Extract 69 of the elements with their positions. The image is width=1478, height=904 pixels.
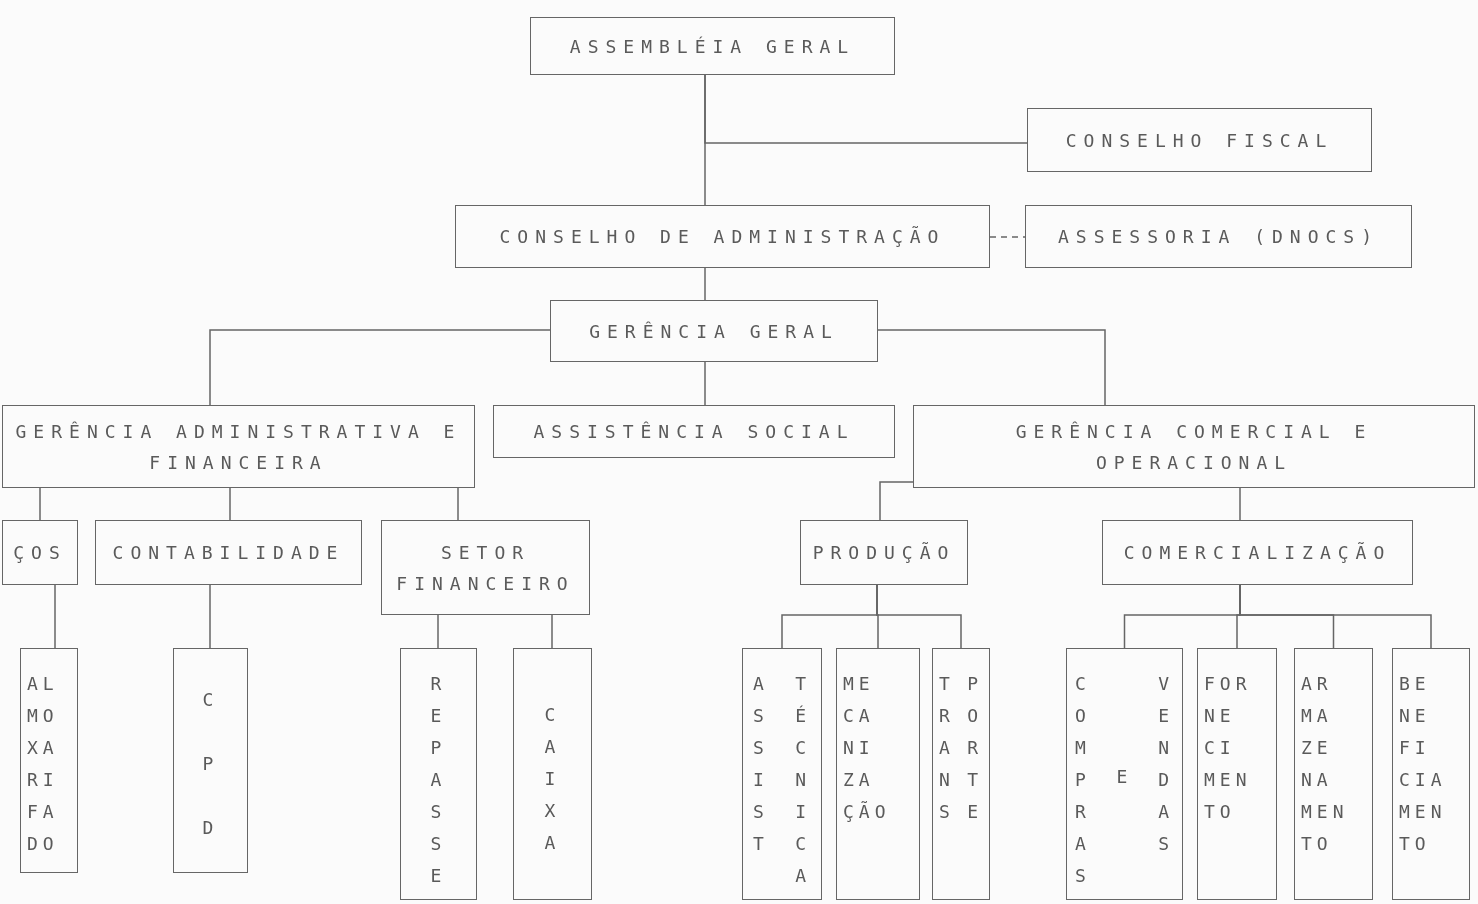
- org-box: [742, 648, 822, 900]
- org-box: [1102, 520, 1413, 585]
- connector-line: [209, 584, 211, 649]
- org-box: [1025, 205, 1412, 268]
- connector-line: [209, 329, 551, 406]
- org-box: [530, 17, 895, 75]
- box-label: CONTABILIDADE: [112, 541, 345, 565]
- box-label: FOR NE CI MEN TO: [1204, 672, 1252, 824]
- box-label: COMERCIALIZAÇÃO: [1123, 541, 1392, 565]
- box-label: GERÊNCIA COMERCIAL E OPERACIONAL: [1014, 419, 1374, 475]
- box-label: ÇOS: [13, 541, 67, 565]
- box-label: AL MO XA RI FA DO: [27, 672, 59, 856]
- box-label: GERÊNCIA GERAL: [589, 319, 839, 344]
- box-label: P O R T E: [967, 672, 983, 824]
- box-label: C A I X A: [544, 703, 561, 855]
- connector-line: [39, 487, 41, 521]
- box-label: AR MA ZE NA MEN TO: [1301, 672, 1349, 856]
- org-box: [836, 648, 920, 900]
- box-label: T É C N I C A: [795, 672, 811, 888]
- box-label: ASSEMBLÉIA GERAL: [569, 34, 856, 59]
- org-box: [1197, 648, 1277, 900]
- box-label: E: [1116, 764, 1133, 789]
- connector-line: [704, 74, 1028, 144]
- connector-line: [437, 614, 439, 649]
- box-label: ASSISTÊNCIA SOCIAL: [533, 420, 855, 444]
- org-box: [932, 648, 990, 900]
- connector-line: [704, 267, 706, 301]
- org-box: [95, 520, 362, 585]
- box-label: ME CA NI ZA ÇÃO: [843, 672, 891, 824]
- box-label: PRODUÇÃO: [812, 541, 956, 565]
- box-label: GERÊNCIA ADMINISTRATIVA E FINANCEIRA: [14, 419, 463, 475]
- box-label: ASSESSORIA (DNOCS): [1057, 225, 1380, 249]
- org-box: [455, 205, 990, 268]
- box-label: CONSELHO DE ADMINISTRAÇÃO: [499, 225, 946, 249]
- connector-line: [704, 361, 706, 406]
- org-box: [20, 648, 78, 873]
- connector-line: [457, 487, 459, 521]
- box-label: SETOR FINANCEIRO: [395, 540, 576, 596]
- org-box: [800, 520, 968, 585]
- box-label: C O M P R A S: [1075, 672, 1091, 888]
- org-box: [550, 300, 878, 362]
- box-label: BE NE FI CIA MEN TO: [1399, 672, 1447, 856]
- connector-line: [1239, 584, 1432, 649]
- org-box: [1027, 108, 1372, 172]
- org-box: [400, 648, 477, 900]
- org-box: [1392, 648, 1470, 900]
- org-box: [1294, 648, 1373, 900]
- org-box: [913, 405, 1475, 488]
- box-label: R E P A S S E: [430, 672, 447, 888]
- org-box: [2, 405, 475, 488]
- connector-line: [877, 329, 1106, 406]
- org-box: [513, 648, 592, 900]
- connector-line: [876, 584, 962, 649]
- org-box: [2, 520, 78, 585]
- org-box: [493, 405, 895, 458]
- org-box: [1066, 648, 1183, 900]
- connector-line: [879, 481, 914, 521]
- connector-line: [54, 584, 56, 649]
- box-label: A S S I S T: [753, 672, 769, 856]
- box-label: T R A N S: [939, 672, 955, 824]
- box-label: CONSELHO FISCAL: [1065, 128, 1334, 153]
- connector-line: [1239, 487, 1241, 521]
- box-label: C P D: [202, 688, 219, 840]
- dashed-connector-line: [989, 236, 1026, 238]
- org-box: [381, 520, 590, 615]
- connector-line: [229, 487, 231, 521]
- connector-line: [551, 614, 553, 649]
- org-box: [173, 648, 248, 873]
- box-label: V E N D A S: [1158, 672, 1174, 856]
